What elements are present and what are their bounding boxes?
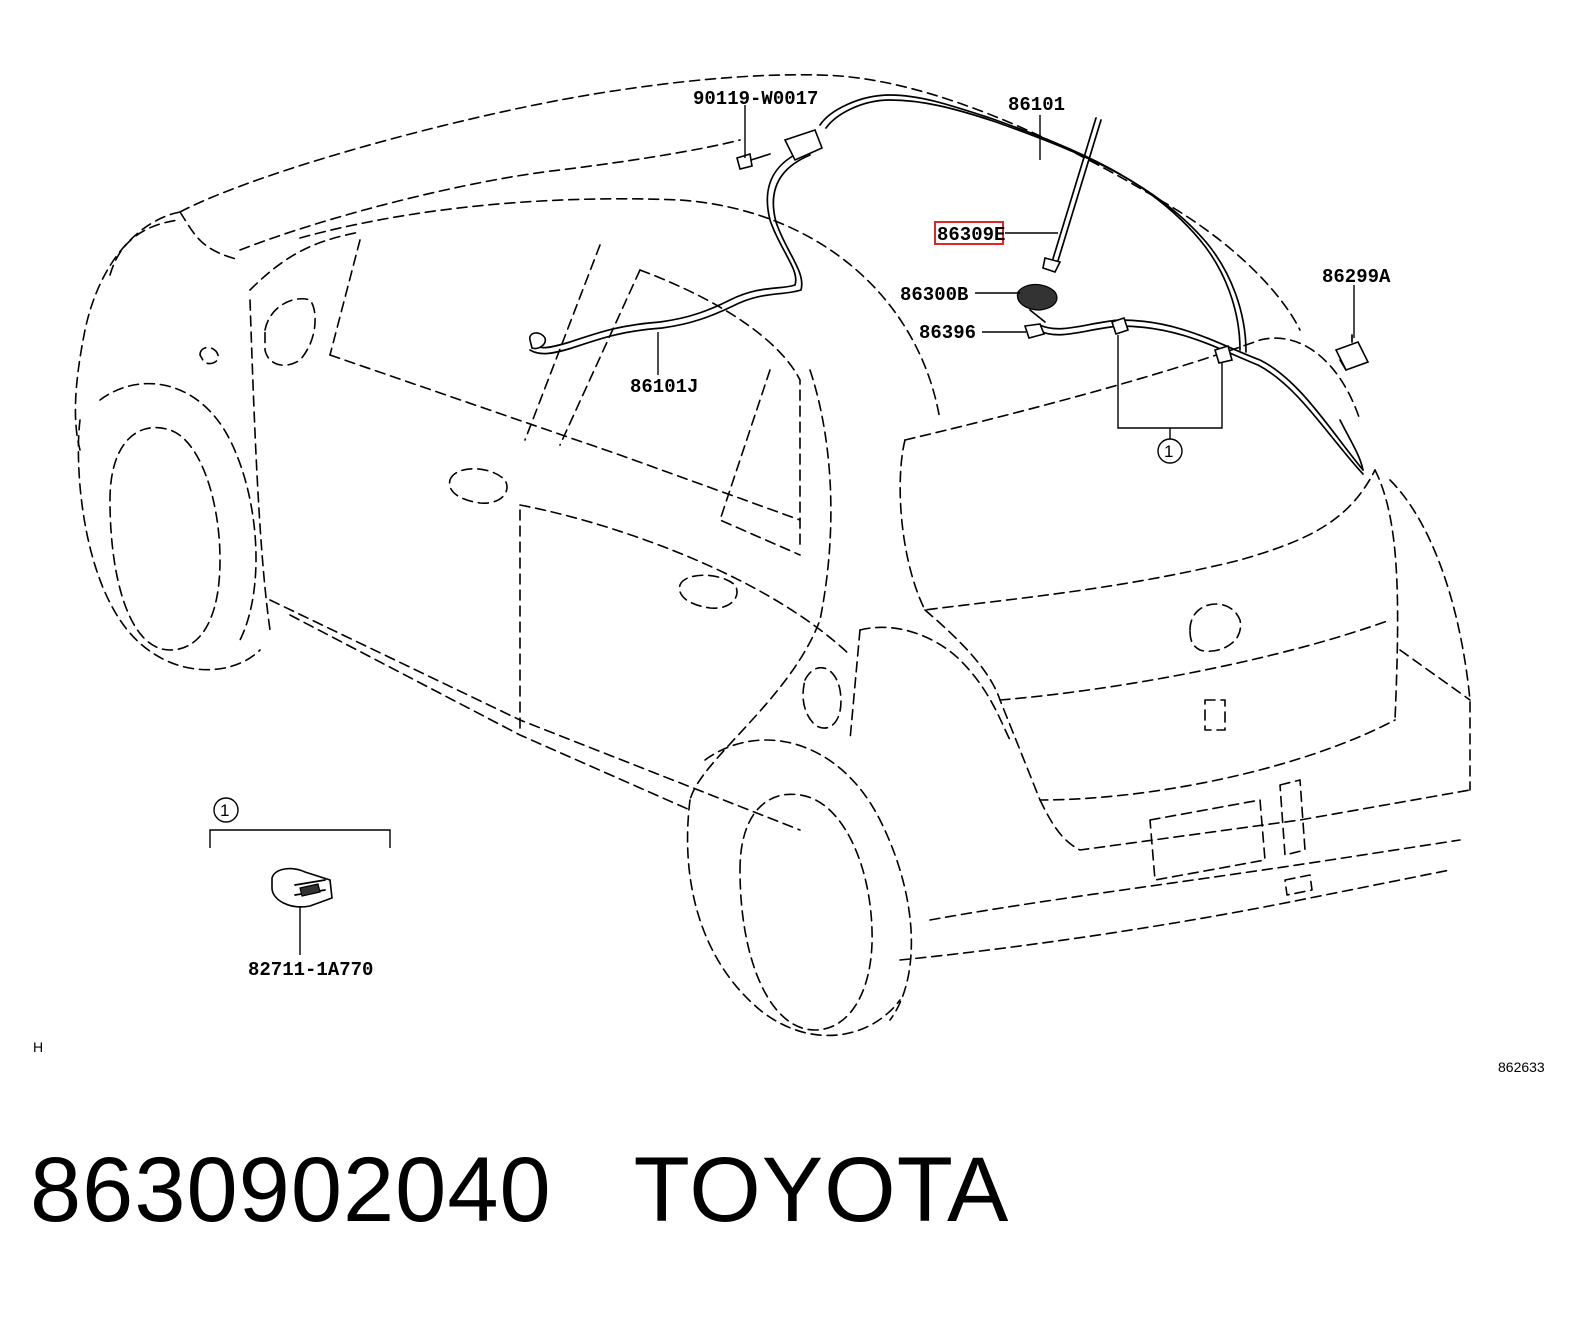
- car-outline: [74, 73, 1471, 1037]
- leader-lines: [209, 105, 1355, 955]
- footer-part-number: 8630902040: [30, 1139, 552, 1241]
- clip-82711-icon: [271, 867, 333, 908]
- footer-brand: TOYOTA: [633, 1139, 1010, 1241]
- antenna-cable-86101j: [529, 129, 824, 355]
- cable-clip-icon: [1110, 316, 1234, 364]
- antenna-cable-86101: [819, 94, 1364, 475]
- svg-text:1: 1: [220, 801, 229, 820]
- callout-antenna-base: 86300B: [900, 284, 968, 306]
- callout-cable-main: 86101: [1008, 94, 1065, 116]
- diagram-id: 862633: [1498, 1059, 1545, 1075]
- callout-antenna-rod: 86309E: [937, 224, 1005, 246]
- callout-bolt: 90119-W0017: [693, 88, 818, 110]
- antenna-rod-icon: [1042, 117, 1102, 273]
- footer-caption: 8630902040 TOYOTA: [30, 1138, 1009, 1243]
- svg-text:1: 1: [1164, 442, 1173, 461]
- callout-clip: 82711-1A770: [248, 959, 373, 981]
- corner-mark: H: [33, 1039, 43, 1055]
- callout-bracket: 86299A: [1322, 266, 1391, 288]
- bolt-icon: [736, 152, 771, 170]
- bracket-icon: [1334, 334, 1370, 371]
- callout-pad: 86396: [919, 322, 976, 344]
- group-ref-mark-cable: 1: [1157, 438, 1183, 464]
- callout-cable-sub: 86101J: [630, 376, 698, 398]
- antenna-base-icon: [1016, 283, 1058, 323]
- antenna-pad-icon: [1023, 323, 1046, 339]
- highlight-box: [934, 221, 1004, 245]
- group-ref-mark-inset: 1: [213, 797, 239, 823]
